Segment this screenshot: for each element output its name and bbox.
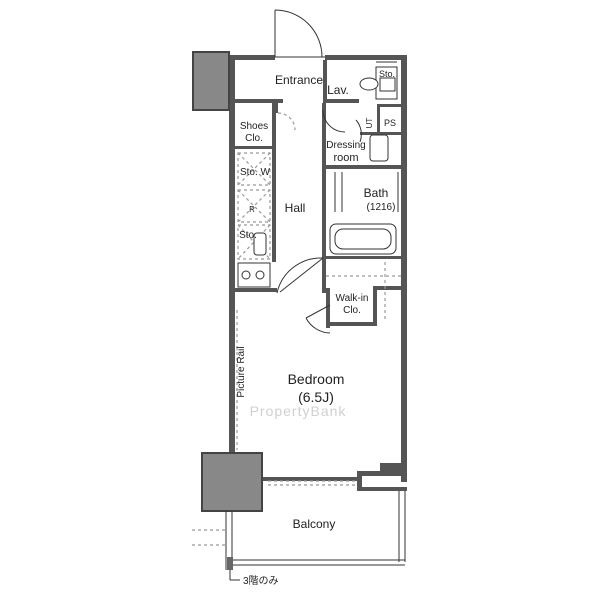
room-labels: Entrance Lav. Sto. UT PS Shoes Clo. Dres…	[236, 69, 396, 587]
label-shoes-2: Clo.	[245, 133, 263, 144]
label-r: R	[249, 205, 255, 214]
label-dressing-2: room	[333, 152, 358, 164]
watermark: PropertyBank	[250, 403, 347, 419]
walkin-door	[305, 304, 331, 334]
label-bedroom-size: (6.5J)	[298, 389, 334, 405]
label-sto-top: Sto.	[379, 69, 395, 79]
label-ps: PS	[384, 118, 396, 128]
label-walkin-2: Clo.	[343, 305, 361, 316]
column-top-left	[192, 51, 230, 111]
label-picture-rail: Picture Rail	[236, 346, 247, 397]
balcony	[192, 491, 406, 581]
exterior-walls	[229, 55, 407, 491]
entrance-door	[274, 9, 325, 58]
bedroom-door	[276, 257, 324, 294]
label-sto-lower: Sto.	[239, 230, 257, 241]
label-bedroom: Bedroom	[288, 371, 345, 387]
label-bath-size: (1216)	[367, 202, 396, 213]
storage-dashed	[237, 152, 271, 260]
label-bath: Bath	[364, 186, 389, 200]
label-sto-w: Sto. W	[240, 167, 271, 178]
label-shoes-1: Shoes	[240, 121, 268, 132]
label-balcony: Balcony	[293, 517, 336, 531]
label-floor-note: 3階のみ	[243, 575, 279, 587]
label-hall: Hall	[285, 201, 306, 215]
label-walkin-1: Walk-in	[336, 293, 369, 304]
label-lav: Lav.	[327, 83, 349, 97]
interior-walls	[235, 60, 401, 328]
column-bottom-left	[201, 452, 263, 512]
label-entrance: Entrance	[275, 73, 323, 87]
label-ut: UT	[365, 118, 374, 129]
label-dressing-1: Dressing	[326, 140, 365, 151]
lav-fixtures	[359, 61, 398, 100]
kitchen-counter	[237, 262, 271, 288]
bath-fixtures	[329, 134, 399, 255]
